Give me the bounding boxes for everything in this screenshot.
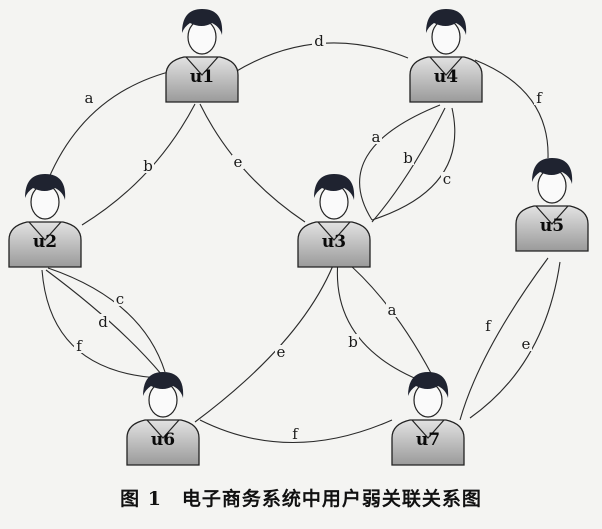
edge-label-u4-u5-f: f [536, 89, 543, 107]
edge-labels: d a b e f a b c c d f e a b f f e [74, 32, 544, 443]
edge-label-u1-u4-d: d [314, 32, 324, 50]
user-label: u6 [151, 430, 175, 450]
edge-label-u5-u7-e: e [522, 335, 531, 353]
edge-u5-u7-f [459, 257, 549, 421]
edge-label-u2-u6-f: f [76, 337, 83, 355]
edge-label-u4-u3-b: b [403, 149, 413, 167]
edge-u1-u2-a [47, 69, 177, 181]
edge-label-u1-u2-a: a [85, 89, 94, 107]
user-node-u2: u2 [8, 174, 82, 268]
edge-label-u2-u6-d: d [98, 313, 108, 331]
edge-label-u4-u3-c: c [443, 170, 451, 188]
edge-label-u4-u3-a: a [372, 128, 381, 146]
edge-label-u3-u6-e: e [277, 343, 286, 361]
edge-label-u3-u7-a: a [388, 301, 397, 319]
edge-u1-u2-b [81, 103, 196, 226]
user-icon [409, 9, 483, 103]
edge-label-u1-u3-e: e [234, 153, 243, 171]
figure-caption: 图 1 电子商务系统中用户弱关联关系图 [120, 487, 482, 510]
edge-u6-u7-f [199, 419, 393, 443]
user-node-u3: u3 [297, 174, 371, 268]
user-node-u1: u1 [165, 9, 239, 103]
user-icon [297, 174, 371, 268]
edge-u2-u6-c [47, 267, 166, 373]
user-icon [515, 158, 589, 252]
user-node-u4: u4 [409, 9, 483, 103]
user-label: u3 [322, 232, 346, 252]
user-label: u4 [434, 67, 458, 87]
edge-u4-u3-a [359, 104, 441, 221]
edge-label-u1-u2-b: b [143, 157, 153, 175]
user-label: u1 [190, 67, 214, 87]
user-icon [126, 372, 200, 466]
edge-u4-u5-f [474, 59, 549, 159]
user-node-u5: u5 [515, 158, 589, 252]
user-label: u5 [540, 216, 564, 236]
edge-label-u2-u6-c: c [116, 290, 124, 308]
user-label: u2 [33, 232, 57, 252]
user-icon [8, 174, 82, 268]
edge-u5-u7-e [469, 261, 561, 419]
user-label: u7 [416, 430, 440, 450]
user-node-u7: u7 [391, 372, 465, 466]
edge-label-u5-u7-f: f [485, 317, 492, 335]
user-node-u6: u6 [126, 372, 200, 466]
user-icon [391, 372, 465, 466]
edge-label-u3-u7-b: b [348, 333, 358, 351]
edge-u3-u7-b [336, 259, 425, 383]
edge-u1-u3-e [199, 103, 306, 223]
edge-u2-u6-d [45, 269, 163, 376]
edge-u4-u3-b [371, 107, 446, 223]
user-icon [165, 9, 239, 103]
edge-u3-u6-e [194, 257, 337, 423]
edge-label-u6-u7-f: f [292, 425, 299, 443]
